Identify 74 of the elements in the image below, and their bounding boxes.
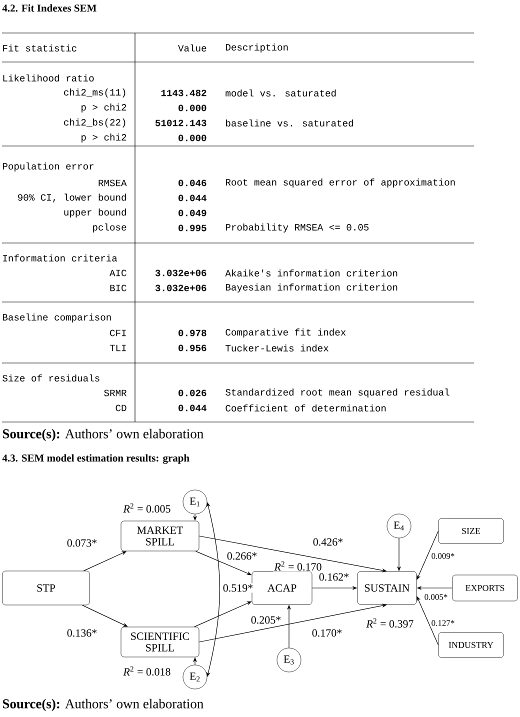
variable-box: ACAP: [252, 571, 312, 605]
statistic-value: 0.000: [178, 104, 206, 112]
statistic-value: 3.032e+06: [155, 284, 206, 292]
section-heading: 4.2. Fit Indexes SEM: [2, 4, 96, 12]
path-coefficient: 0.127*: [430, 619, 456, 627]
path-coefficient: 0.519*: [222, 583, 254, 593]
statistic-name: p > chi2: [82, 134, 126, 142]
statistic-name: 90% CI, lower bound: [18, 194, 126, 202]
path-coefficient: 0.205*: [250, 615, 282, 625]
path-coefficient: 0.005*: [423, 593, 449, 601]
variable-box: SCIENTIFIC SPILL: [120, 626, 200, 658]
group-heading: Population error: [2, 162, 94, 172]
statistic-name: AIC: [110, 270, 126, 276]
statistic-value: 0.044: [178, 404, 206, 412]
variable-box: STP: [2, 570, 90, 606]
group-heading: Size of residuals: [2, 374, 100, 382]
statistic-name: p > chi2: [82, 104, 126, 112]
statistic-name: pclose: [93, 224, 126, 232]
r-squared-label: R$^{2}$ = 0.170: [273, 560, 323, 572]
statistic-description: Comparative fit index: [226, 328, 346, 338]
statistic-value: 0.044: [178, 194, 206, 202]
source-note: Source(s): Authors’ own elaboration: [2, 428, 204, 442]
statistic-name: chi2_ms(11): [64, 88, 126, 98]
statistic-value: 0.026: [178, 390, 206, 396]
path-coefficient: 0.136*: [66, 628, 98, 638]
statistic-value: 0.995: [178, 224, 206, 232]
source-note: Source(s): Authors’ own elaboration: [2, 698, 204, 712]
path-coefficient: 0.266*: [226, 551, 258, 561]
statistic-value: 0.049: [178, 210, 206, 216]
path-coefficient: 0.426*: [312, 537, 344, 547]
variable-box: MARKET SPILL: [120, 520, 200, 552]
statistic-description: Akaike's information criterion: [225, 269, 398, 277]
path-coefficient: 0.009*: [430, 552, 456, 560]
statistic-name: RMSEA: [98, 180, 127, 186]
statistic-name: chi2_bs(22): [64, 118, 126, 128]
r-squared-label: R$^{2}$ = 0.005: [122, 502, 172, 514]
statistic-value: 0.000: [178, 134, 206, 142]
statistic-description: baseline vs. saturated: [226, 119, 353, 127]
statistic-value: 51012.143: [155, 120, 206, 126]
column-header: Value: [178, 44, 206, 52]
variable-box: INDUSTRY: [438, 632, 504, 658]
group-heading: Likelihood ratio: [3, 74, 94, 82]
statistic-description: Probability RMSEA <= 0.05: [226, 224, 369, 232]
statistic-description: Standardized root mean squared residual: [226, 388, 450, 398]
statistic-value: 1143.482: [161, 90, 206, 96]
statistic-description: model vs. saturated: [226, 89, 336, 97]
statistic-description: Root mean squared error of approximation: [226, 178, 455, 188]
column-header: Fit statistic: [3, 44, 76, 52]
path-coefficient: 0.162*: [318, 572, 350, 582]
section-heading: 4.3. SEM model estimation results: graph: [2, 454, 190, 464]
path-arrow: [206, 502, 220, 677]
statistic-value: 0.956: [178, 344, 206, 352]
group-heading: Baseline comparison: [2, 314, 111, 322]
statistic-description: Tucker-Lewis index: [226, 344, 328, 352]
variable-box: SIZE: [438, 518, 504, 544]
statistic-name: SRMR: [104, 390, 127, 396]
statistic-description: Coefficient of determination: [226, 404, 386, 412]
column-header: Description: [226, 44, 288, 52]
statistic-name: TLI: [110, 344, 126, 352]
path-coefficient: 0.170*: [310, 628, 344, 638]
statistic-name: CFI: [110, 330, 126, 336]
statistic-value: 0.046: [178, 180, 206, 186]
r-squared-label: R$^{2}$ = 0.397: [365, 617, 415, 629]
statistic-name: BIC: [110, 284, 126, 292]
variable-box: EXPORTS: [452, 574, 518, 602]
statistic-value: 0.978: [178, 330, 206, 336]
variable-box: SUSTAIN: [357, 571, 417, 605]
statistic-name: CD: [116, 404, 126, 412]
path-coefficient: 0.073*: [66, 538, 98, 548]
statistic-value: 3.032e+06: [155, 270, 206, 276]
statistic-description: Bayesian information criterion: [226, 284, 398, 292]
group-heading: Information criteria: [3, 254, 118, 262]
r-squared-label: R$^{2}$ = 0.018: [122, 665, 172, 677]
statistic-name: upper bound: [64, 208, 126, 218]
